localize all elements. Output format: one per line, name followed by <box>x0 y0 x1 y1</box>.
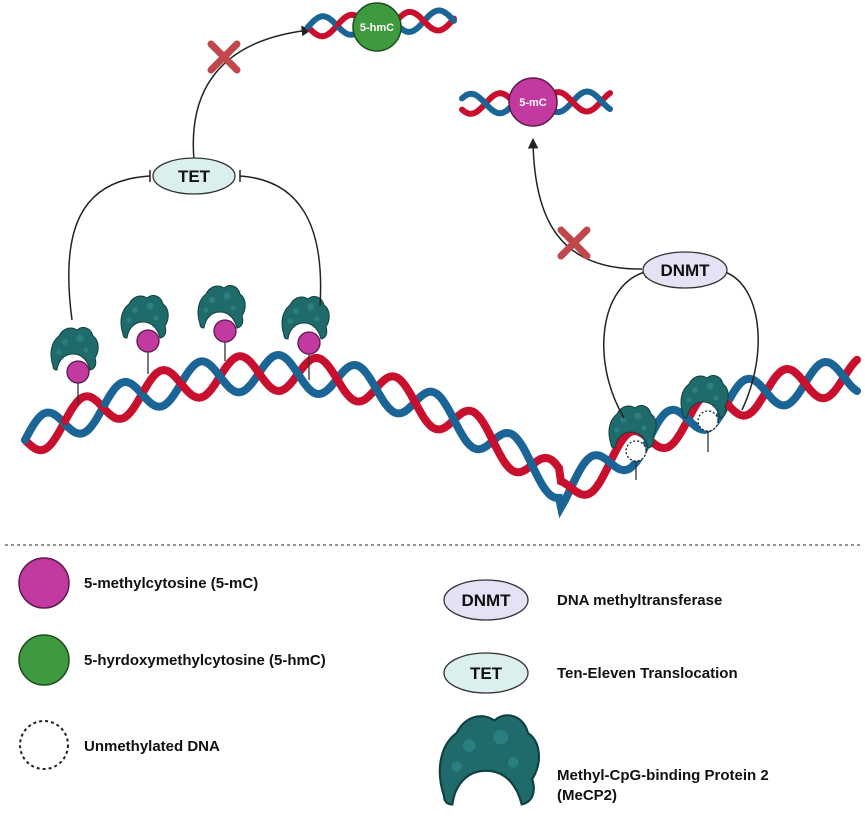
legend-tet-desc: Ten-Eleven Translocation <box>557 665 738 682</box>
legend-unmethylated-label: Unmethylated DNA <box>84 738 220 755</box>
methylcytosine-mark-2 <box>136 329 160 353</box>
blue-strand-segment <box>141 373 189 411</box>
blue-strand-segment <box>741 374 789 410</box>
5hmc-badge: 5-hmC <box>352 2 402 52</box>
blue-strand-segment <box>821 358 861 395</box>
legend-item-tet: TET Ten-Eleven Translocation <box>443 652 738 694</box>
binding-stems <box>77 342 709 480</box>
blue-strand-segment <box>579 88 613 112</box>
red-strand-segment <box>581 432 629 499</box>
mecp2-protein-1 <box>50 327 99 384</box>
mecp2-protein-icon <box>438 714 540 806</box>
legend-dnmt-icon-label: DNMT <box>461 591 511 610</box>
red-strand-segment <box>61 392 109 426</box>
methylcytosine-mark-4 <box>297 331 321 355</box>
blue-strand-segment <box>21 408 69 444</box>
red-strand-segment <box>221 352 269 386</box>
blue-strand-segment <box>549 90 585 116</box>
blocked-x-icon-1 <box>207 40 241 74</box>
dnmt-node: DNMT <box>642 251 728 289</box>
legend-5mc-label: 5-methylcytosine (5-mC) <box>84 575 258 592</box>
red-strand-segment <box>305 21 341 40</box>
red-strand-segment <box>141 366 189 393</box>
legend-mecp2-line2: (MeCP2) <box>557 787 617 804</box>
legend-item-5hmc: 5-hyrdoxymethylcytosine (5-hmC) <box>18 634 326 686</box>
mecp2-protein-2 <box>120 295 169 353</box>
mecp2-protein-3 <box>197 285 246 343</box>
unmethylated-swatch <box>19 720 69 770</box>
hydroxymethylcytosine-swatch <box>18 634 70 686</box>
5mc-badge: 5-mC <box>508 77 558 127</box>
blocked-x-icon-2 <box>557 226 591 260</box>
legend-item-mecp2: Methyl-CpG-binding Protein 2 (MeCP2) <box>438 714 769 806</box>
unmethylated-mark-2 <box>697 410 719 432</box>
legend: 5-methylcytosine (5-mC) 5-hyrdoxymethylc… <box>18 557 769 806</box>
methylcytosine-mark-1 <box>66 360 90 384</box>
unmethylated-mark-1 <box>625 440 647 462</box>
red-strand-segment <box>781 364 829 403</box>
blue-strand-segment <box>305 13 341 30</box>
blue-strand-segment <box>181 357 229 387</box>
blue-strand-segment <box>461 429 509 454</box>
legend-mecp2-line1: Methyl-CpG-binding Protein 2 <box>557 767 769 784</box>
tet-label: TET <box>178 167 211 186</box>
5hmc-badge-label: 5-hmC <box>360 22 394 34</box>
blue-strand-segment <box>341 360 389 408</box>
dnmt-label: DNMT <box>660 261 710 280</box>
5mc-badge-label: 5-mC <box>519 97 547 109</box>
blue-strand-segment <box>421 387 469 444</box>
dnmt-inhibition-arcs <box>527 137 759 419</box>
red-strand-segment <box>395 8 431 29</box>
dna-double-helix <box>21 350 861 519</box>
legend-item-dnmt: DNMT DNA methyltransferase <box>443 579 722 621</box>
mecp2-protein-6 <box>680 375 729 432</box>
blue-strand-segment <box>261 350 309 389</box>
red-strand-segment <box>101 384 149 423</box>
blue-strand-segment <box>501 428 549 494</box>
methylcytosine-swatch <box>18 557 70 609</box>
red-strand-segment <box>821 355 861 402</box>
red-strand-segment <box>421 407 469 434</box>
red-strand-segment <box>21 417 69 455</box>
mecp2-protein-5 <box>608 405 657 462</box>
red-strand-segment <box>579 90 613 115</box>
mecp2-protein-4 <box>281 296 330 355</box>
red-strand-segment <box>501 454 549 477</box>
legend-dnmt-desc: DNA methyltransferase <box>557 592 722 609</box>
blue-strand-segment <box>101 377 149 408</box>
tet-inhibition-arcs <box>68 25 322 321</box>
legend-tet-icon-label: TET <box>470 664 503 683</box>
blue-strand-segment <box>541 458 589 519</box>
legend-item-5mc: 5-methylcytosine (5-mC) <box>18 557 258 609</box>
red-strand-segment <box>425 15 457 34</box>
red-strand-segment <box>461 406 509 467</box>
red-strand-segment <box>549 89 585 114</box>
blue-strand-segment <box>425 7 457 24</box>
blue-strand-segment <box>61 399 109 438</box>
red-strand-segment <box>541 454 589 499</box>
methylcytosine-mark-3 <box>213 319 237 343</box>
tet-node: TET <box>152 157 236 195</box>
blue-strand-segment <box>581 451 629 475</box>
legend-5hmc-label: 5-hyrdoxymethylcytosine (5-hmC) <box>84 652 326 669</box>
blue-strand-segment <box>459 90 495 113</box>
red-strand-segment <box>381 372 429 424</box>
legend-item-unmethylated: Unmethylated DNA <box>19 720 220 770</box>
blue-strand-segment <box>381 389 429 418</box>
red-strand-segment <box>301 353 349 396</box>
